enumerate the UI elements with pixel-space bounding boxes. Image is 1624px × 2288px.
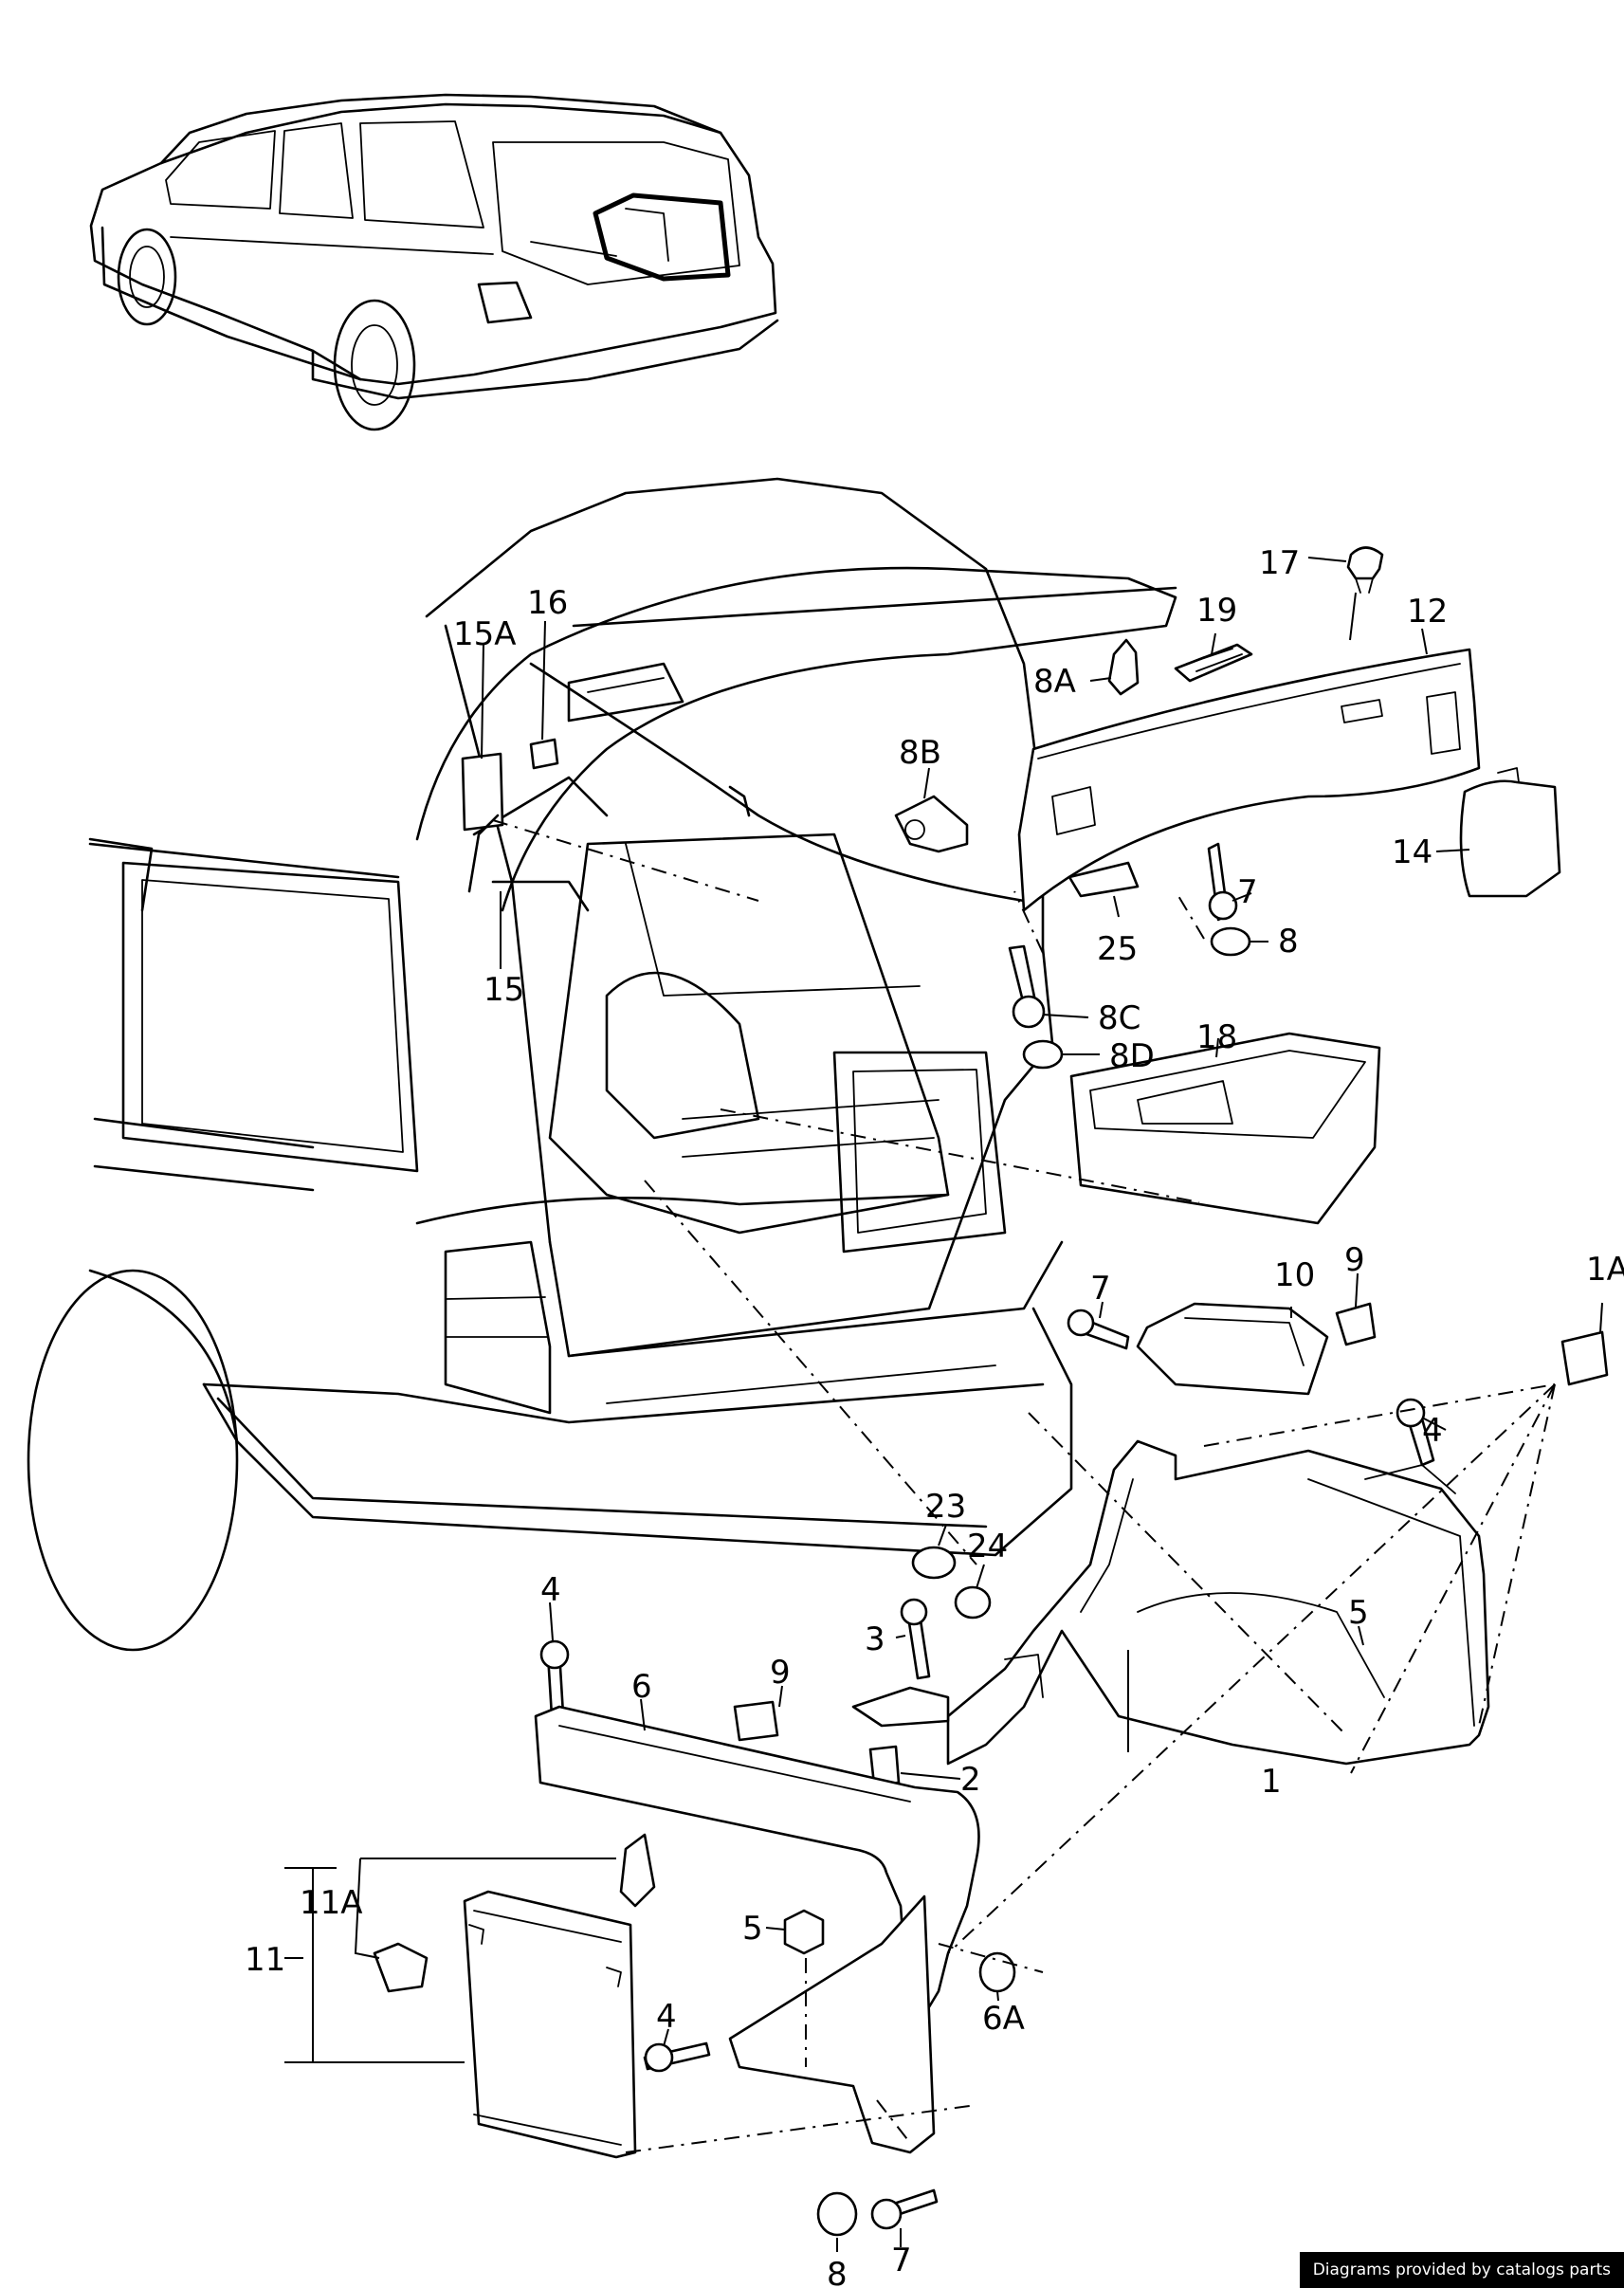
label-5-right: 5 xyxy=(1348,1594,1369,1632)
label-23: 23 xyxy=(925,1488,966,1526)
label-4-right: 4 xyxy=(1422,1412,1443,1450)
assembly-lines xyxy=(492,819,1556,2153)
credit-banner: Diagrams provided by catalogs parts xyxy=(1299,2252,1624,2288)
label-8a: 8A xyxy=(1033,663,1076,701)
label-7-middle: 7 xyxy=(1090,1270,1111,1308)
leader-lines xyxy=(284,557,1603,2252)
label-24: 24 xyxy=(967,1528,1008,1565)
label-15a: 15A xyxy=(453,615,517,653)
tailgate xyxy=(415,566,1177,912)
label-14: 14 xyxy=(1392,833,1432,871)
part-labels: 1 1A 2 3 4 4 4 5 5 6 6A 7 7 7 8 8 8A 8B … xyxy=(245,544,1624,2288)
label-16: 16 xyxy=(527,584,568,622)
lower-trim-panels xyxy=(463,1705,980,2159)
upper-trim-panel xyxy=(1017,648,1561,912)
car-rear-view xyxy=(27,477,1073,1652)
label-8-upper: 8 xyxy=(1278,923,1299,961)
label-2: 2 xyxy=(960,1761,981,1799)
label-19: 19 xyxy=(1196,592,1237,630)
label-7-upper: 7 xyxy=(1237,873,1258,911)
label-4-left: 4 xyxy=(540,1571,561,1609)
label-5-left: 5 xyxy=(742,1910,763,1948)
label-1: 1 xyxy=(1261,1763,1282,1801)
label-9-right: 9 xyxy=(1344,1241,1365,1279)
label-4-bottom: 4 xyxy=(656,1998,677,2036)
label-3: 3 xyxy=(865,1620,885,1658)
label-10: 10 xyxy=(1274,1256,1315,1294)
label-1a: 1A xyxy=(1586,1251,1624,1289)
label-9-left: 9 xyxy=(770,1654,791,1692)
label-15: 15 xyxy=(484,971,524,1009)
label-11: 11 xyxy=(245,1941,285,1979)
label-8c: 8C xyxy=(1098,999,1140,1037)
label-6: 6 xyxy=(631,1668,652,1706)
label-12: 12 xyxy=(1407,593,1448,631)
label-18: 18 xyxy=(1196,1018,1237,1056)
vehicle-overview-inset xyxy=(89,93,779,431)
label-7-bottom: 7 xyxy=(891,2242,912,2279)
label-8d: 8D xyxy=(1109,1037,1155,1075)
label-17: 17 xyxy=(1259,544,1300,582)
label-8-bottom: 8 xyxy=(827,2256,848,2288)
label-6a: 6A xyxy=(982,2000,1025,2038)
label-11a: 11A xyxy=(300,1884,363,1922)
label-25: 25 xyxy=(1097,930,1138,968)
side-trim-panel xyxy=(851,1439,1490,1766)
label-8b: 8B xyxy=(899,734,941,772)
